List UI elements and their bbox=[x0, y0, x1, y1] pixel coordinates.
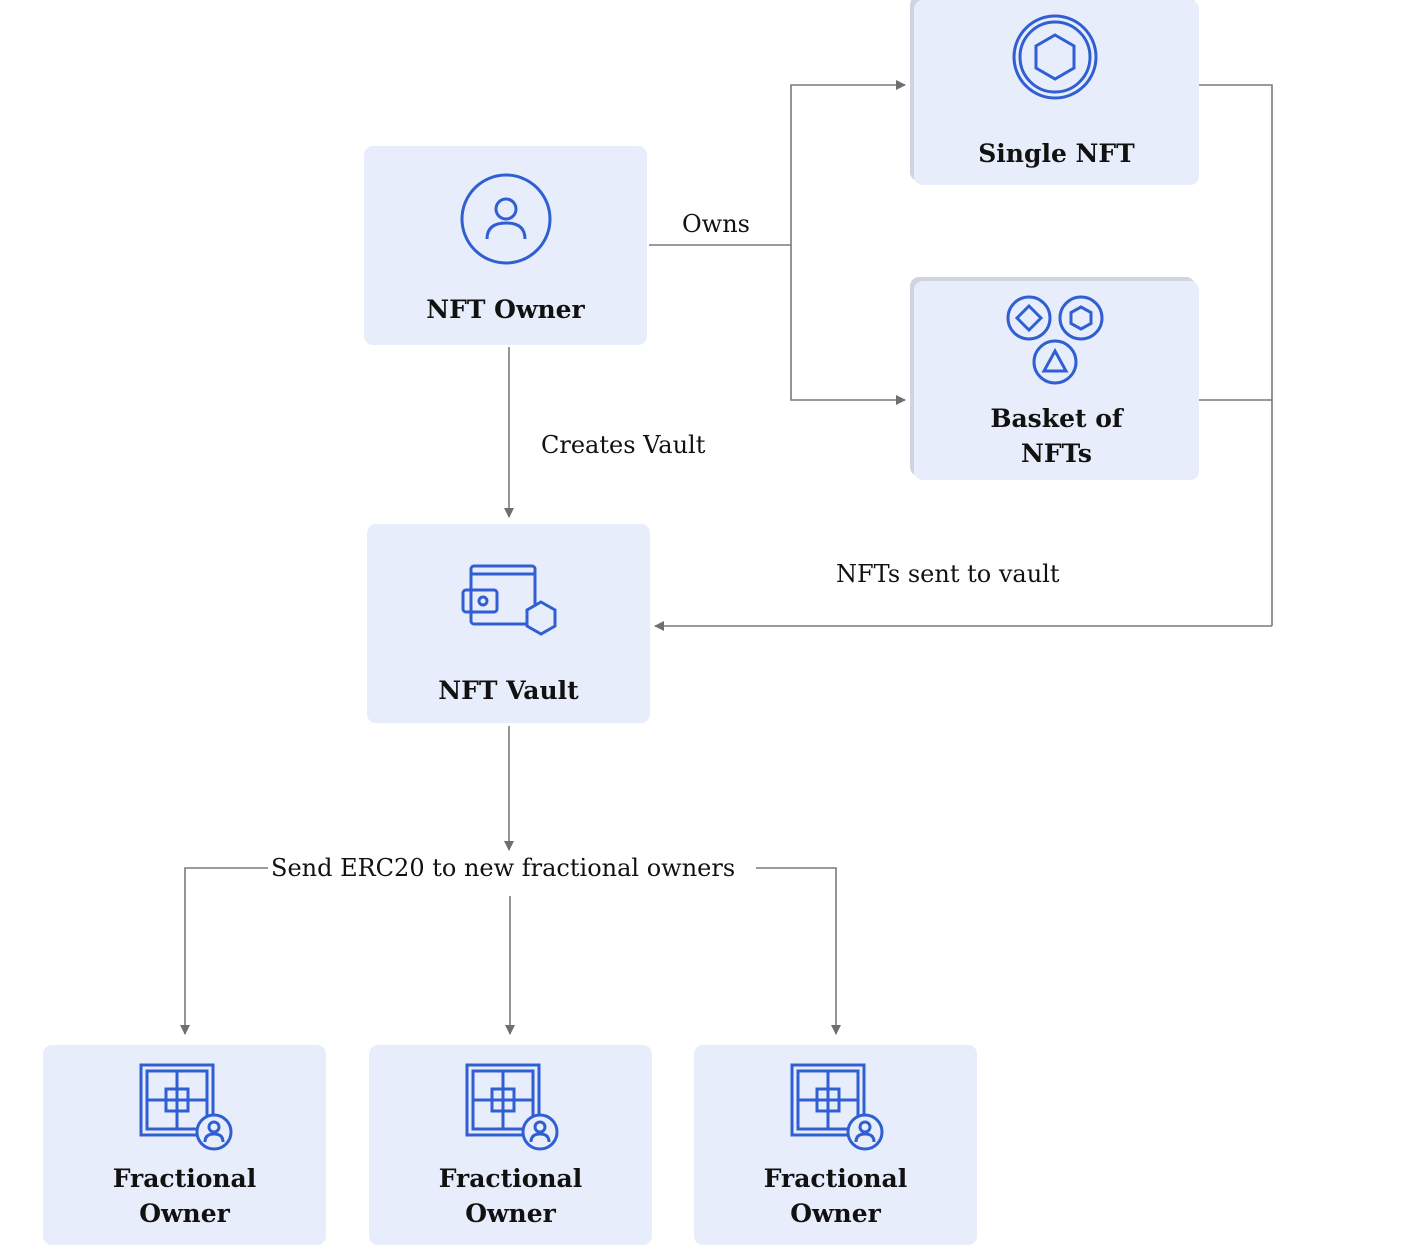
owns-to-single-nft-arrow bbox=[790, 80, 906, 245]
nft-owner-box: NFT Owner bbox=[364, 146, 647, 345]
owns-to-basket-arrow bbox=[790, 245, 906, 405]
basket-of-nfts-box: Basket of NFTs bbox=[914, 281, 1199, 480]
wallet-hexagon-icon bbox=[461, 564, 557, 636]
grid-user-icon bbox=[139, 1063, 233, 1151]
grid-user-icon bbox=[465, 1063, 559, 1151]
nfts-sent-to-vault-edge-label: NFTs sent to vault bbox=[836, 559, 1060, 589]
creates-vault-edge-label: Creates Vault bbox=[541, 430, 706, 460]
single-nft-to-vault-line bbox=[1199, 84, 1273, 626]
nft-vault-box: NFT Vault bbox=[367, 524, 650, 723]
send-erc20-edge-label: Send ERC20 to new fractional owners bbox=[271, 854, 736, 882]
hexagon-coin-icon bbox=[1012, 14, 1098, 100]
owns-edge-label: Owns bbox=[682, 210, 750, 238]
basket-label-line1: Basket of bbox=[990, 404, 1123, 433]
fractional-owner-label-line1: Fractional bbox=[112, 1164, 257, 1193]
to-fractional-owner-1-arrow bbox=[180, 867, 268, 1035]
token-basket-icon bbox=[1006, 295, 1104, 385]
single-nft-box: Single NFT bbox=[914, 0, 1199, 185]
nft-owner-label: NFT Owner bbox=[426, 295, 585, 324]
fractional-owner-box: Fractional Owner bbox=[694, 1045, 977, 1245]
fractional-owner-label-line2: Owner bbox=[465, 1199, 556, 1228]
fractional-owner-box: Fractional Owner bbox=[43, 1045, 326, 1245]
user-circle-icon bbox=[460, 173, 552, 265]
fractional-owner-label-line1: Fractional bbox=[438, 1164, 583, 1193]
fractional-owner-box: Fractional Owner bbox=[369, 1045, 652, 1245]
fractional-owner-label-line2: Owner bbox=[790, 1199, 881, 1228]
nft-vault-label: NFT Vault bbox=[438, 676, 579, 705]
fractional-owner-label-line2: Owner bbox=[139, 1199, 230, 1228]
basket-label-line2: NFTs bbox=[1021, 439, 1092, 468]
grid-user-icon bbox=[790, 1063, 884, 1151]
fractional-owner-label-line1: Fractional bbox=[763, 1164, 908, 1193]
single-nft-label: Single NFT bbox=[978, 139, 1135, 168]
to-fractional-owner-3-arrow bbox=[756, 867, 841, 1035]
